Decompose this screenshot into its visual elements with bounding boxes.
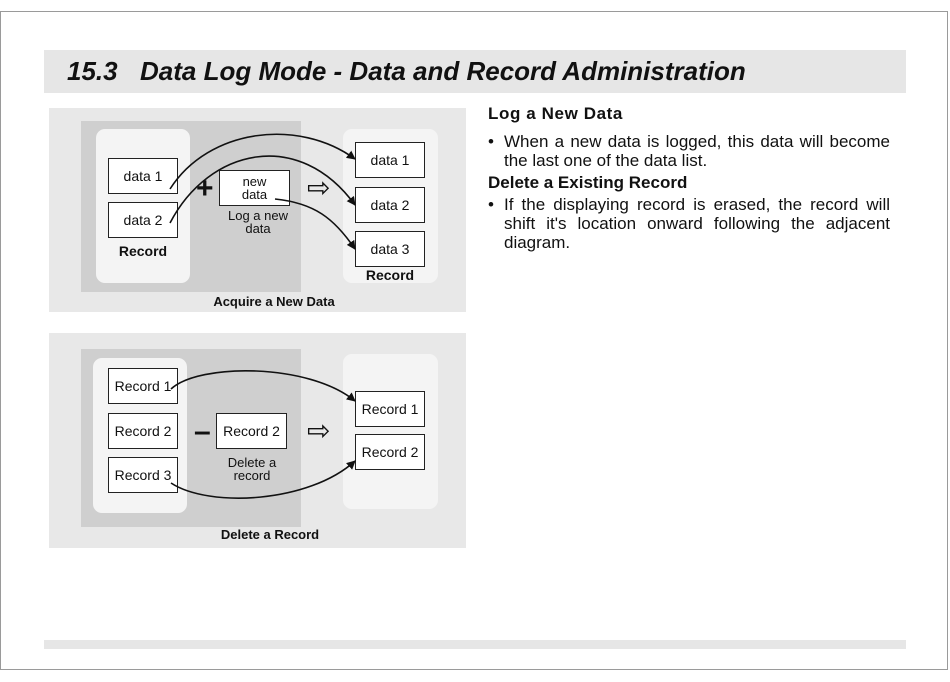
result-item: data 1 bbox=[355, 142, 425, 178]
bullet-dot: • bbox=[488, 132, 494, 151]
bullet-text: If the displaying record is erased, the … bbox=[504, 195, 890, 252]
right-arrow-icon: ⇨ bbox=[307, 415, 331, 446]
flow-arrows bbox=[169, 133, 356, 250]
result-item: data 2 bbox=[355, 187, 425, 223]
result-item: data 3 bbox=[355, 231, 425, 267]
result-item: Record 1 bbox=[355, 391, 425, 427]
diagram-caption: Acquire a New Data bbox=[213, 294, 335, 309]
record-item: data 2 bbox=[108, 202, 178, 238]
minus-icon: – bbox=[194, 415, 211, 448]
delete-record-label: Delete a record bbox=[227, 455, 277, 483]
flow-arrows bbox=[170, 370, 356, 499]
header-band bbox=[44, 50, 906, 93]
page-frame bbox=[0, 11, 948, 670]
bullet-log-new-data: • When a new data is logged, this data w… bbox=[488, 132, 890, 170]
plus-icon: + bbox=[196, 172, 214, 205]
result-record-label: Record bbox=[365, 267, 415, 283]
delete-record-diagram: Record 1 Record 2 Record 3 – Record 2 De… bbox=[49, 333, 466, 548]
record-item: Record 3 bbox=[108, 457, 178, 493]
record-item: Record 1 bbox=[108, 368, 178, 404]
bullet-text: When a new data is logged, this data wil… bbox=[504, 132, 890, 170]
record-label: Record bbox=[118, 243, 168, 259]
heading-log-new-data: Log a New Data bbox=[488, 104, 623, 123]
section-number: 15.3 bbox=[67, 56, 118, 86]
footer-band bbox=[44, 640, 906, 649]
result-slot bbox=[343, 354, 438, 509]
heading-delete-record: Delete a Existing Record bbox=[488, 173, 688, 192]
deleted-record-item: Record 2 bbox=[216, 413, 287, 449]
diagram-caption: Delete a Record bbox=[220, 527, 320, 542]
page-title: 15.3 Data Log Mode - Data and Record Admi… bbox=[67, 56, 746, 87]
bullet-dot: • bbox=[488, 195, 494, 214]
acquire-new-data-diagram: data 1 data 2 Record + new data Log a ne… bbox=[49, 108, 466, 312]
log-new-data-label: Log a new data bbox=[228, 208, 288, 236]
record-item: data 1 bbox=[108, 158, 178, 194]
result-item: Record 2 bbox=[355, 434, 425, 470]
bullet-delete-record: • If the displaying record is erased, th… bbox=[488, 195, 890, 252]
section-title: Data Log Mode - Data and Record Administ… bbox=[140, 56, 746, 86]
right-arrow-icon: ⇨ bbox=[307, 172, 331, 203]
record-item: Record 2 bbox=[108, 413, 178, 449]
text-column: Log a New Data • When a new data is logg… bbox=[488, 104, 890, 252]
